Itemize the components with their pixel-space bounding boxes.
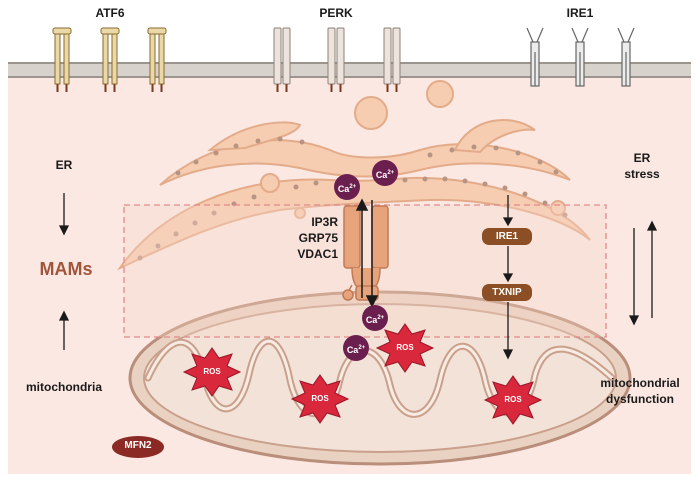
calcium-channel-complex — [342, 205, 389, 301]
atf6-label: ATF6 — [95, 6, 125, 20]
calcium-ion-3: Ca2+ — [362, 305, 388, 331]
ros-burst-2 — [375, 323, 435, 373]
ros-label-4: ROS — [504, 395, 522, 404]
ca-charge: 2+ — [377, 315, 385, 321]
plasma-membrane — [8, 62, 691, 78]
er-stress-line1: ER — [633, 151, 651, 165]
ire1-label: IRE1 — [566, 6, 594, 20]
calcium-ion-4: Ca2+ — [343, 335, 369, 361]
ire1-receptors — [526, 27, 635, 87]
mito-dysfunction-line1: mitochondrial — [600, 376, 680, 390]
vdac1-label: VDAC1 — [297, 247, 338, 261]
ire1-pill: IRE1 — [482, 228, 532, 245]
ros-bursts — [182, 323, 543, 425]
ros-burst-3 — [290, 374, 350, 424]
calcium-arrows — [355, 198, 379, 308]
ros-burst-1 — [182, 347, 242, 397]
grp75-label: GRP75 — [298, 231, 338, 245]
perk-receptors — [273, 27, 401, 92]
ca-text: Ca — [375, 170, 388, 180]
ros-label-3: ROS — [311, 394, 329, 403]
mfn2-pill-bg — [112, 436, 164, 458]
mito-dysfunction-line2: dysfunction — [606, 392, 674, 406]
atf6-receptors — [52, 27, 167, 92]
er-label: ER — [55, 158, 73, 172]
perk-label: PERK — [319, 6, 353, 20]
ca-text: Ca — [337, 184, 350, 194]
mitochondrion — [128, 290, 632, 466]
left-arrows — [58, 193, 70, 350]
ca-charge: 2+ — [349, 184, 357, 190]
pathway-arrows — [502, 195, 514, 360]
mitochondria-label: mitochondria — [25, 380, 102, 394]
right-arrows — [628, 220, 658, 326]
calcium-ion-1: Ca2+ — [334, 174, 360, 200]
er-stress-label: ER stress — [612, 150, 672, 182]
ca-charge: 2+ — [387, 170, 395, 176]
ip3r-label: IP3R — [311, 215, 338, 229]
mfn2-label: MFN2 — [124, 440, 152, 451]
txnip-pill: TXNIP — [482, 284, 532, 301]
ca-text: Ca — [365, 315, 378, 325]
er-stress-line2: stress — [624, 167, 660, 181]
ros-label-2: ROS — [396, 343, 414, 352]
endoplasmic-reticulum — [117, 80, 591, 271]
ca-text: Ca — [346, 345, 359, 355]
er-ribosomes — [137, 136, 568, 261]
mams-label: MAMs — [39, 259, 93, 279]
ca-charge: 2+ — [358, 345, 366, 351]
channel-label: IP3R GRP75 VDAC1 — [276, 214, 338, 262]
calcium-ion-2: Ca2+ — [372, 160, 398, 186]
ros-burst-4 — [483, 375, 543, 425]
mito-dysfunction-label: mitochondrial dysfunction — [590, 375, 690, 407]
ros-label-1: ROS — [203, 367, 221, 376]
